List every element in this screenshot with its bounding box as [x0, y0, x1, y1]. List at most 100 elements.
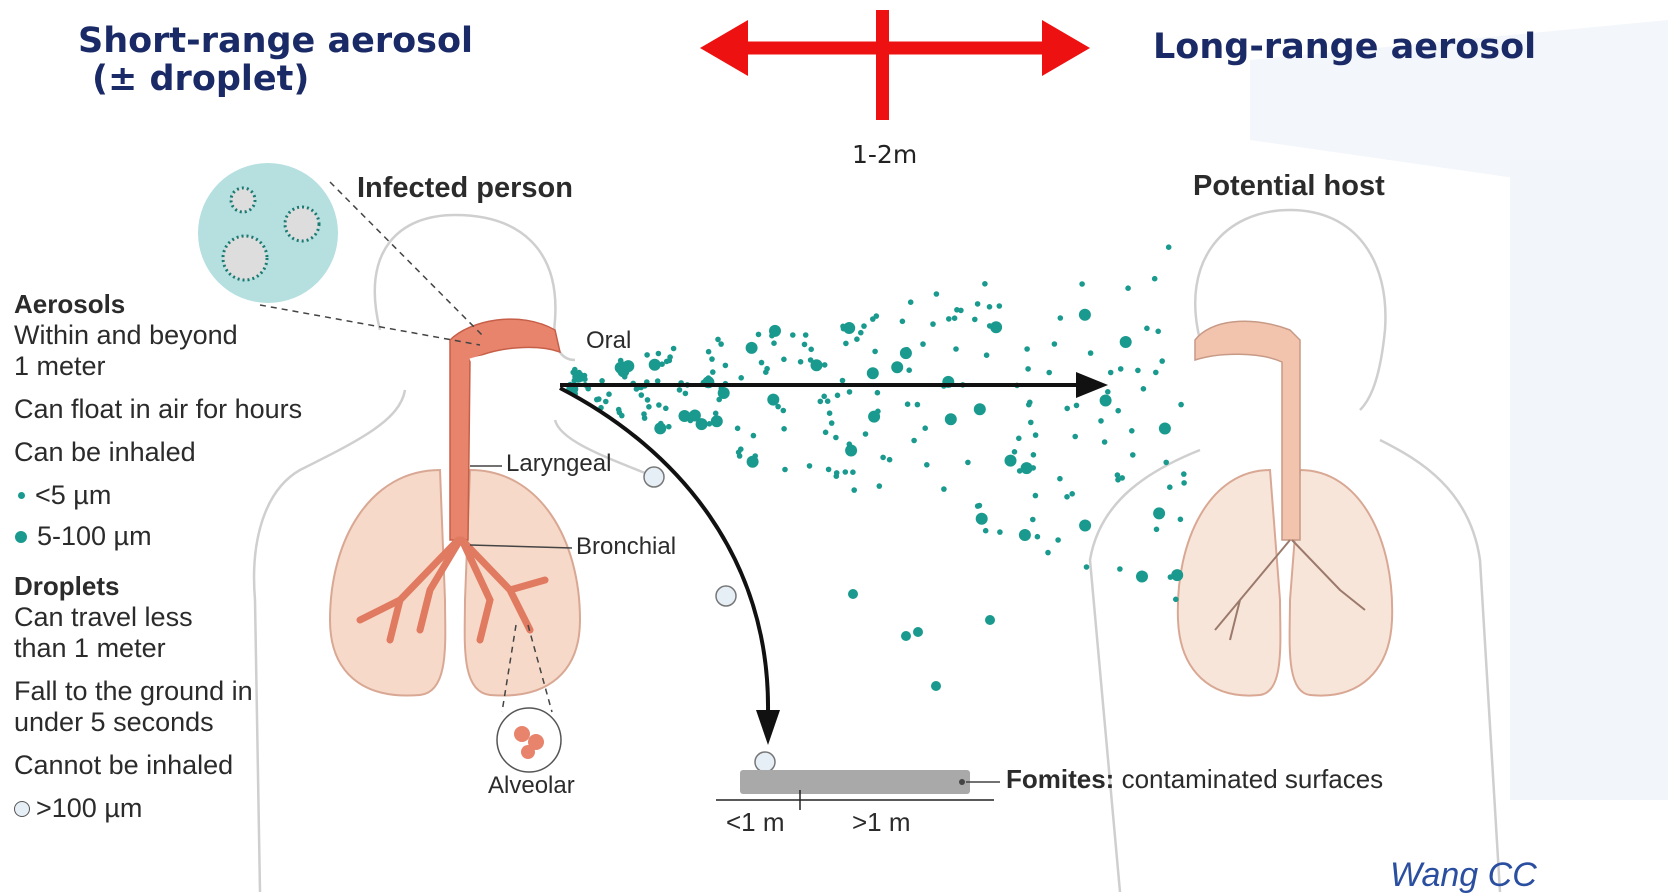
aerosol-particle: [644, 352, 650, 358]
fomite-surface: [716, 770, 1000, 810]
aerosol-particle: [875, 390, 881, 396]
aerosol-particle: [782, 467, 788, 473]
aerosol-particle: [1074, 403, 1080, 409]
aerosol-particle: [1166, 244, 1172, 250]
aerosol-particle: [802, 342, 808, 348]
short-range-line2: (± droplet): [78, 60, 473, 98]
aerosol-particle: [913, 627, 923, 637]
aerosol-particle: [1144, 326, 1150, 332]
aerosol-particle: [769, 333, 775, 339]
legend-large-droplet: >100 µm: [14, 793, 344, 824]
aerosol-particle: [975, 503, 981, 509]
aerosol-particle: [891, 361, 903, 373]
aerosol-particle: [603, 399, 609, 405]
aerosol-particle: [965, 460, 971, 466]
aerosol-particle: [1079, 281, 1085, 287]
aerosol-particle: [1105, 389, 1111, 395]
aerosol-particle: [656, 402, 662, 408]
laryngeal-label: Laryngeal: [506, 450, 611, 478]
aerosol-particle: [645, 397, 651, 403]
bronchial-label: Bronchial: [576, 533, 676, 561]
aerosol-particle: [843, 469, 849, 475]
aerosol-particle: [641, 411, 647, 417]
aerosol-particle: [997, 303, 1003, 309]
aerosol-particle: [953, 346, 959, 352]
aerosol-particle: [975, 301, 981, 307]
aerosol-particle: [1064, 406, 1070, 412]
aerosol-particle: [677, 387, 683, 393]
aerosol-particle: [1033, 493, 1039, 499]
aerosol-particle: [854, 336, 860, 342]
aerosol-particle: [982, 281, 988, 287]
infected-person-title: Infected person: [357, 172, 573, 205]
citation: Wang CC: [1390, 856, 1537, 895]
aerosol-particle: [622, 374, 628, 380]
aerosol-particle: [706, 349, 712, 355]
medium-size-label: 5-100 µm: [37, 521, 152, 552]
aerosol-particle: [1135, 368, 1141, 374]
aerosol-particle: [803, 332, 809, 338]
aerosol-particle: [952, 315, 958, 321]
droplets-desc-1: Can travel less than 1 meter: [14, 602, 214, 664]
aerosol-particle: [941, 486, 947, 492]
legend-small-aerosol: <5 µm: [14, 480, 344, 511]
short-range-heading: Short-range aerosol (± droplet): [78, 22, 473, 98]
aerosol-particle: [823, 430, 829, 436]
aerosol-particle: [606, 391, 612, 397]
aerosol-particle: [997, 529, 1003, 535]
short-range-line1: Short-range aerosol: [78, 22, 473, 60]
aerosol-particle: [619, 413, 625, 419]
aerosol-particle: [808, 347, 814, 353]
aerosol-particle: [781, 408, 787, 414]
aerosol-particle: [1079, 520, 1091, 532]
aerosol-particle: [1141, 386, 1147, 392]
aerosol-particle: [735, 426, 741, 432]
aerosol-particle: [1130, 452, 1136, 458]
aerosol-particle: [958, 308, 964, 314]
aerosol-particle: [908, 299, 914, 305]
aerosol-particle: [840, 324, 846, 330]
background-panel: [1510, 160, 1668, 800]
aerosol-particle: [1072, 434, 1078, 440]
aerosol-particle: [915, 402, 921, 408]
aerosol-particle: [1178, 402, 1184, 408]
less-than-1m-label: <1 m: [726, 807, 785, 838]
aerosol-particle: [976, 513, 988, 525]
fomites-description: contaminated surfaces: [1114, 764, 1383, 794]
aerosol-particle: [1046, 370, 1052, 376]
legend-medium-aerosol: 5-100 µm: [14, 521, 344, 552]
aerosol-particle: [858, 330, 864, 336]
aerosol-particle: [900, 319, 906, 325]
aerosol-particle: [833, 435, 839, 441]
aerosol-particle: [1058, 315, 1064, 321]
aerosol-particle: [863, 431, 869, 437]
medium-dot-icon: [15, 531, 27, 543]
aerosol-particle: [934, 291, 940, 297]
aerosol-particle: [827, 410, 833, 416]
aerosol-particle: [808, 357, 814, 363]
aerosol-particle: [1115, 477, 1121, 483]
aerosol-particle: [1178, 517, 1184, 523]
small-size-label: <5 µm: [35, 480, 111, 511]
aerosol-particle: [696, 418, 708, 430]
aerosol-particle: [972, 317, 978, 323]
oral-label: Oral: [586, 327, 631, 355]
aerosol-particle: [1033, 432, 1039, 438]
host-lungs: [1178, 321, 1392, 695]
aerosol-particle: [1035, 534, 1041, 540]
aerosol-particle: [756, 332, 762, 338]
aerosol-particle: [738, 375, 744, 381]
aerosol-particle: [599, 378, 605, 384]
aerosol-particle: [649, 359, 661, 371]
aerosol-particle: [1026, 402, 1032, 408]
aerosol-particle: [1024, 346, 1030, 352]
aerosol-particle: [1021, 462, 1033, 474]
aerosol-particle: [821, 394, 827, 400]
aerosol-particle: [683, 391, 689, 397]
aerosol-particle: [911, 438, 917, 444]
aerosol-particle: [570, 370, 576, 376]
aerosol-particle: [1129, 428, 1135, 434]
aerosol-particle: [1028, 420, 1034, 426]
aerosol-particle: [1117, 566, 1123, 572]
more-than-1m-label: >1 m: [852, 807, 911, 838]
